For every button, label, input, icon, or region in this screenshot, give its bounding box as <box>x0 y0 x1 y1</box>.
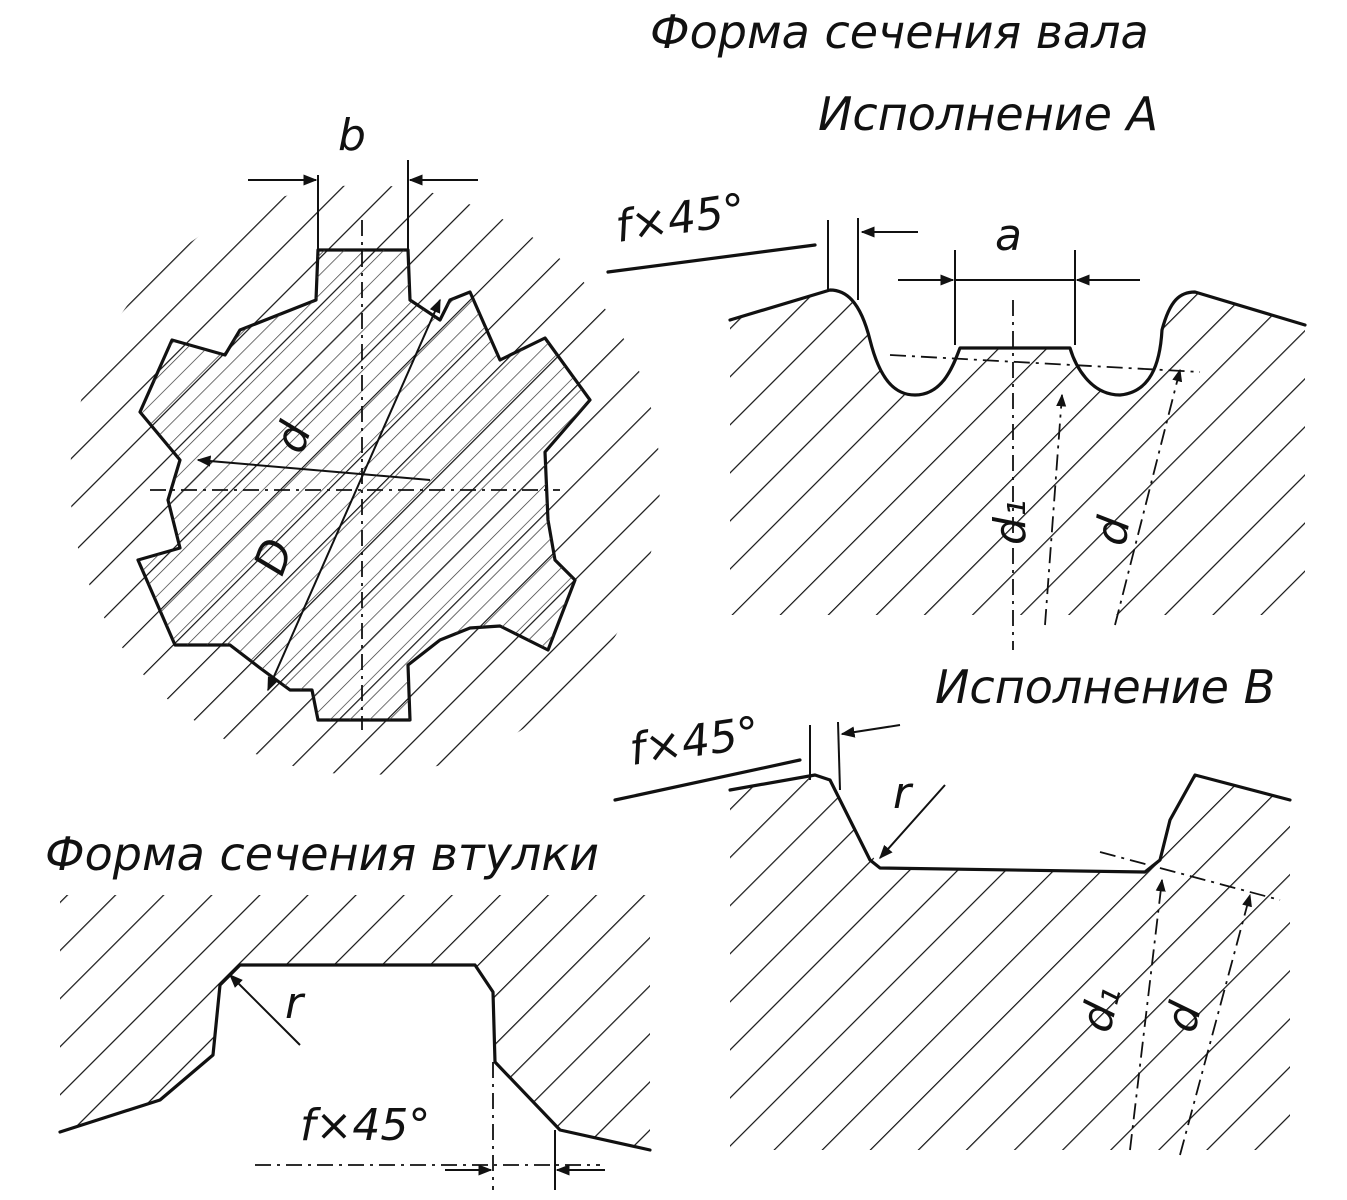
hub-section-title: Форма сечения втулки <box>45 827 599 881</box>
version-a-outer-dash <box>889 354 1201 373</box>
shaft-section-title: Форма сечения вала <box>650 5 1149 59</box>
f-b-dim <box>840 724 901 738</box>
version-b-title: Исполнение В <box>935 660 1275 714</box>
r-b-label: r <box>893 768 914 819</box>
hub-section-detail: r f×45° <box>58 895 652 1190</box>
version-a-detail: f×45° a d₁ d <box>606 184 1307 650</box>
a-leader-left <box>606 243 817 274</box>
f-45-hub-label: f×45° <box>300 1100 430 1151</box>
version-b-hatch <box>730 775 1290 1150</box>
version-a-title: Исполнение А <box>818 87 1158 141</box>
f-b-ext-2 <box>837 721 841 791</box>
d1-a-dim <box>1044 393 1067 626</box>
r-hub-leader <box>229 974 301 1046</box>
r-hub-label: r <box>285 978 306 1029</box>
d-dimension-line <box>267 298 441 692</box>
f-45-a-label: f×45° <box>612 184 748 253</box>
version-a-profile <box>728 288 1307 397</box>
version-b-outer-dash <box>1099 851 1281 901</box>
b-leader-left <box>613 758 802 802</box>
version-a-hatch <box>730 290 1305 615</box>
d-b-dim <box>1179 893 1252 1156</box>
d1-a-label: d₁ <box>985 499 1036 545</box>
r-b-leader <box>879 784 946 860</box>
d-a-dim <box>1114 368 1183 626</box>
hub-hatch <box>60 895 650 1150</box>
version-b-profile <box>728 773 1292 874</box>
f-45-b-label: f×45° <box>626 707 762 776</box>
version-b-detail: f×45° r d₁ d <box>613 707 1292 1156</box>
d1-b-dim <box>1129 878 1166 1151</box>
hub-profile <box>58 963 652 1152</box>
a-label: a <box>995 210 1022 261</box>
main-spline-section: b d D <box>70 110 660 775</box>
b-label: b <box>338 110 366 161</box>
D-dimension-line <box>196 455 431 481</box>
